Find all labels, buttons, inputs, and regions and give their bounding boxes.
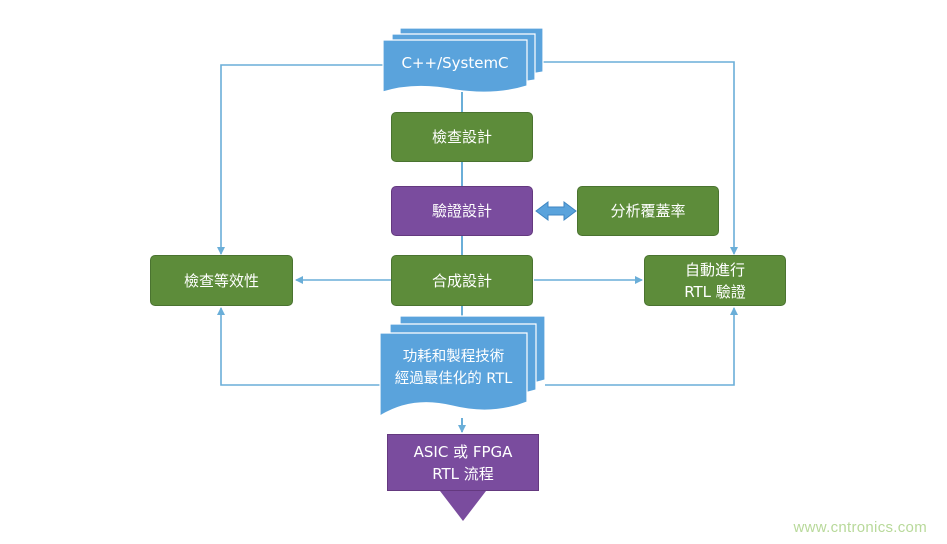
verify-design-label: 驗證設計 xyxy=(431,202,492,220)
auto-rtl-verify-box: 自動進行 RTL 驗證 xyxy=(644,255,786,306)
equivalence-label: 檢查等效性 xyxy=(183,271,259,290)
connector-rtl-to-auto-verify xyxy=(545,307,738,386)
optimized-rtl-line1: 功耗和製程技術 xyxy=(402,349,505,365)
auto-rtl-verify-line1: 自動進行 xyxy=(684,260,745,279)
optimized-rtl-line2: 經過最佳化的 RTL xyxy=(394,371,513,387)
coverage-box: 分析覆蓋率 xyxy=(577,186,719,236)
synthesis-label: 合成設計 xyxy=(431,271,492,290)
asic-fpga-line1: ASIC 或 FPGA xyxy=(413,442,513,461)
source-document-stack xyxy=(382,27,544,93)
watermark: www.cntronics.com xyxy=(793,519,927,536)
source-document-label: C++/SystemC xyxy=(401,54,509,72)
check-design-label: 檢查設計 xyxy=(431,128,492,146)
connector-doc-to-equivalence xyxy=(217,64,383,255)
check-design-box: 檢查設計 xyxy=(391,112,533,162)
auto-rtl-verify-line2: RTL 驗證 xyxy=(684,282,746,301)
coverage-label: 分析覆蓋率 xyxy=(610,202,686,220)
asic-fpga-flow-box: ASIC 或 FPGA RTL 流程 xyxy=(387,434,539,491)
asic-fpga-line2: RTL 流程 xyxy=(432,464,494,483)
connector-doc-to-auto-verify xyxy=(543,61,738,255)
verify-design-box: 驗證設計 xyxy=(391,186,533,236)
synthesis-box: 合成設計 xyxy=(391,255,533,306)
equivalence-box: 檢查等效性 xyxy=(150,255,293,306)
output-arrow-icon xyxy=(440,491,486,521)
optimized-rtl-label: 功耗和製程技術 經過最佳化的 RTL xyxy=(380,346,527,390)
optimized-rtl-document-stack xyxy=(379,315,546,418)
double-arrow-icon xyxy=(535,201,577,221)
connector-rtl-to-equivalence xyxy=(217,307,380,386)
